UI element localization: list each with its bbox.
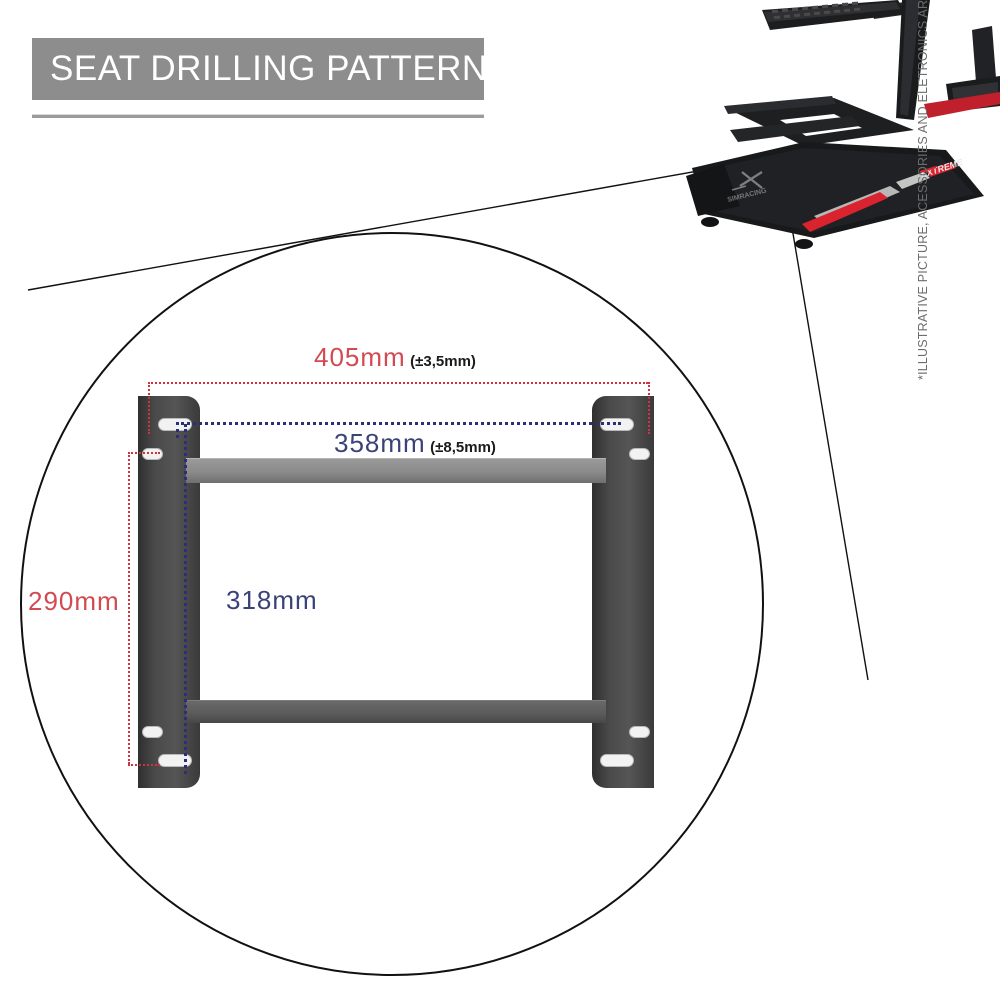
dimension-line-358mm	[176, 422, 621, 425]
mounting-hole-lower-right	[629, 726, 650, 738]
title-banner: SEAT DRILLING PATTERN	[32, 38, 487, 100]
dimension-tick-405mm-left	[148, 382, 150, 434]
dimension-value-405mm: 405mm	[314, 342, 406, 372]
dimension-label-290mm: 290mm	[28, 586, 120, 616]
cross-brace-upper	[186, 458, 606, 483]
mounting-hole-lower-left	[142, 726, 163, 738]
cross-brace-lower	[186, 700, 606, 723]
dimension-tolerance-358mm: (±8,5mm)	[430, 439, 496, 456]
bracket-rail-right	[592, 396, 654, 788]
page-title: SEAT DRILLING PATTERN	[50, 49, 488, 88]
mounting-slot-lower-right	[600, 754, 634, 767]
dimension-line-290mm	[128, 452, 130, 764]
dimension-label-358mm: 358mm (±8,5mm)	[334, 428, 496, 459]
dimension-label-318mm: 318mm	[226, 585, 318, 615]
dimension-tick-358mm-left	[176, 422, 179, 438]
mounting-slot-lower-left	[158, 754, 192, 767]
magnifier-circle	[20, 232, 764, 976]
dimension-label-405mm: 405mm (±3,5mm)	[314, 342, 476, 373]
mounting-hole-upper-right	[629, 448, 650, 460]
dimension-tick-290mm-bottom	[128, 764, 160, 766]
title-underline-rule	[32, 114, 484, 118]
dimension-value-358mm: 358mm	[334, 428, 426, 458]
dimension-tick-290mm-top	[128, 452, 160, 454]
dimension-line-405mm	[148, 382, 648, 384]
seat-bracket-assembly	[138, 396, 654, 788]
product-photo-racing-cockpit: SIMRACING EXTREME	[686, 0, 1000, 249]
dimension-tick-405mm-right	[648, 382, 650, 434]
disclaimer-text: *ILLUSTRATIVE PICTURE, ACESSORIES AND EL…	[916, 0, 930, 380]
dimension-tolerance-405mm: (±3,5mm)	[410, 353, 476, 370]
dimension-line-318mm	[184, 424, 187, 774]
bracket-rail-left	[138, 396, 200, 788]
mounting-hole-upper-left	[142, 448, 163, 460]
